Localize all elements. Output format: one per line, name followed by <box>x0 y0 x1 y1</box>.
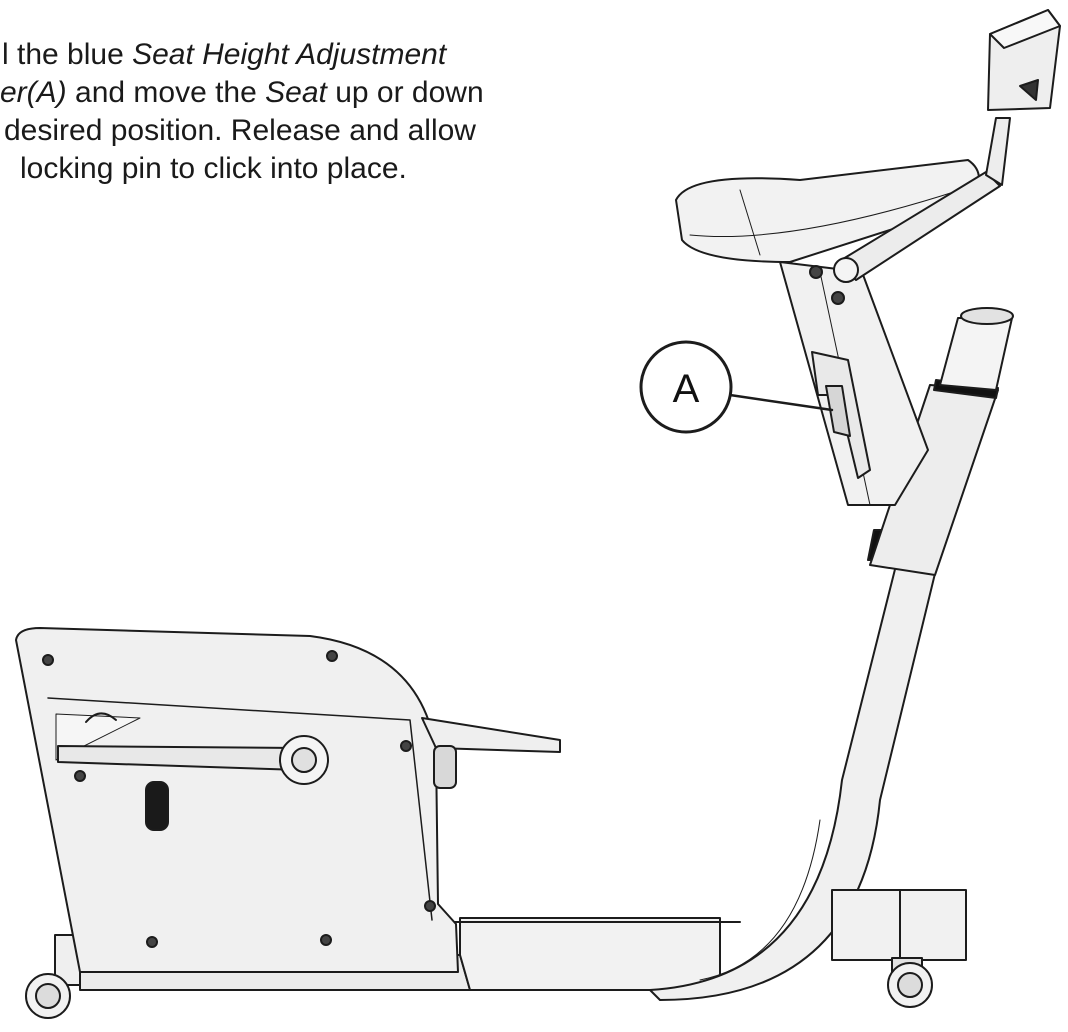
footplate <box>421 717 561 789</box>
front-housing <box>15 627 459 973</box>
instruction-line-1-italic: Seat Height Adjustment <box>132 38 447 71</box>
console <box>987 9 1061 111</box>
instruction-line-2-italic: er(A) <box>0 76 67 109</box>
front-caster <box>831 889 967 1008</box>
seat-height-adjustment-lever <box>811 351 871 479</box>
instruction-line-2-plain-b: up or down <box>326 76 484 109</box>
instruction-text: l the blue Seat Height Adjustment er(A) … <box>0 36 640 188</box>
crank-assembly <box>57 712 329 831</box>
seat-post <box>779 261 929 506</box>
callout-a: A <box>639 340 834 434</box>
handlebar <box>833 117 1011 283</box>
main-column <box>649 307 1014 1001</box>
instruction-line-1: l the blue Seat Height Adjustment <box>2 36 640 74</box>
instruction-line-3-text: desired position. Release and allow <box>4 114 476 147</box>
callout-a-label: A <box>673 367 700 411</box>
instruction-line-4: locking pin to click into place. <box>20 150 640 188</box>
rear-caster <box>25 934 82 1019</box>
instruction-line-1-plain: l the blue <box>2 38 133 71</box>
instruction-line-4-text: locking pin to click into place. <box>20 152 407 185</box>
instruction-line-2-italic-b: Seat <box>265 76 327 109</box>
instruction-line-2-plain-a: and move the <box>66 76 266 109</box>
instruction-line-3: desired position. Release and allow <box>4 112 640 150</box>
instruction-line-2: er(A) and move the Seat up or down <box>0 74 640 112</box>
